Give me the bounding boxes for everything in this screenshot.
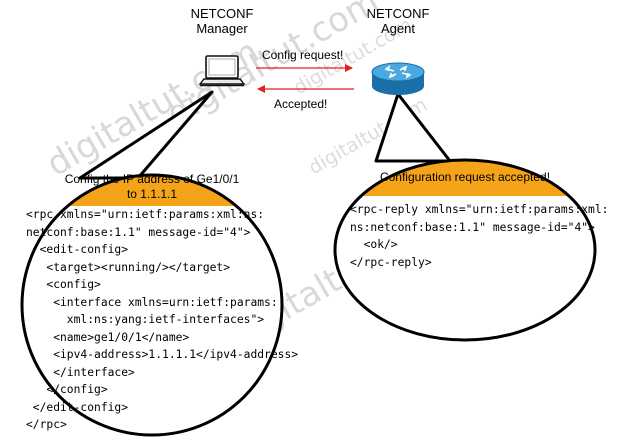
manager-title-line2: Manager: [196, 21, 248, 36]
router-icon: [371, 62, 425, 95]
agent-title-line2: Agent: [381, 21, 415, 36]
code-line: <config>: [26, 278, 101, 291]
agent-callout-header: Configuration request accepted!: [379, 170, 551, 184]
code-line: </rpc-reply>: [350, 255, 432, 269]
manager-title: NETCONF Manager: [182, 6, 262, 36]
manager-title-line1: NETCONF: [190, 6, 254, 21]
code-line: <name>ge1/0/1</name>: [26, 330, 190, 344]
agent-callout-pointer: [374, 92, 452, 163]
laptop-icon: [198, 55, 246, 87]
manager-callout-header: Config the IP address of Ge1/0/1 to 1.1.…: [22, 172, 282, 202]
code-line: ns:netconf:base:1.1" message-id="4">: [350, 220, 595, 234]
manager-callout-pointer: [78, 90, 214, 180]
code-line: <edit-config>: [26, 243, 129, 256]
manager-callout-header-line1: Config the IP address of Ge1/0/1: [64, 172, 240, 186]
code-line: </interface>: [26, 365, 135, 379]
code-line: <ok/>: [350, 238, 398, 251]
code-line: <rpc xmlns="urn:ietf:params:xml:ns:: [26, 208, 265, 221]
code-line: <target><running/></target>: [26, 260, 231, 274]
accepted-label: Accepted!: [274, 97, 328, 111]
code-line: </config>: [26, 383, 108, 396]
rpc-request-code: <rpc xmlns="urn:ietf:params:xml:ns: netc…: [26, 206, 298, 434]
code-line: <rpc-reply xmlns="urn:ietf:params:xml:: [350, 203, 609, 216]
manager-callout-header-line2: to 1.1.1.1: [126, 187, 178, 201]
code-line: </edit-config>: [26, 400, 129, 414]
config-request-label: Config request!: [262, 48, 344, 62]
code-line: <interface xmlns=urn:ietf:params:: [26, 295, 278, 309]
code-line: <ipv4-address>1.1.1.1</ipv4-address>: [26, 348, 299, 361]
agent-title: NETCONF Agent: [358, 6, 438, 36]
rpc-reply-code: <rpc-reply xmlns="urn:ietf:params:xml: n…: [350, 201, 608, 271]
code-line: netconf:base:1.1" message-id="4">: [26, 225, 251, 239]
agent-title-line1: NETCONF: [366, 6, 430, 21]
code-line: </rpc>: [26, 418, 67, 431]
code-line: xml:ns:yang:ietf-interfaces">: [26, 313, 265, 326]
